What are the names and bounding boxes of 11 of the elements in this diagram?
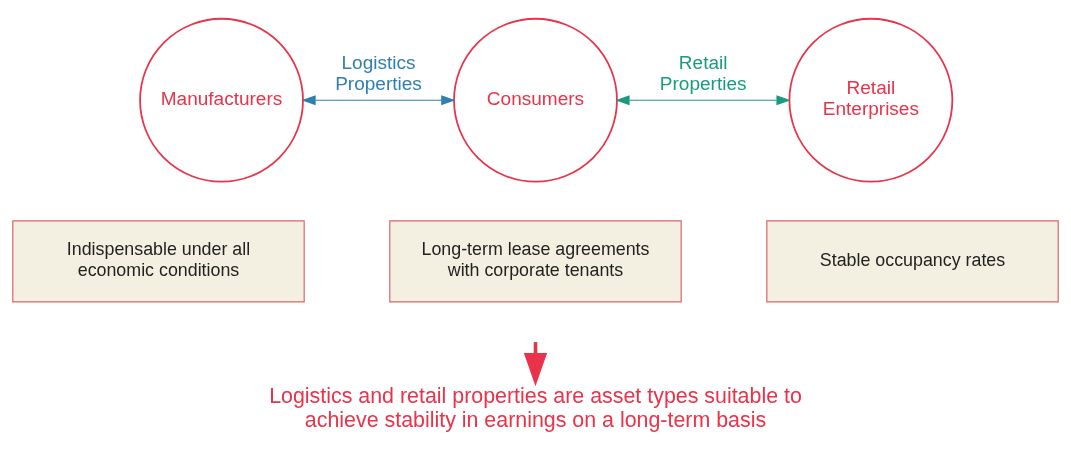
edge-label: Retail Properties	[659, 51, 747, 94]
edge-label: Logistics Properties	[335, 51, 422, 94]
node-circle: Consumers	[453, 17, 618, 183]
arrow	[615, 94, 791, 105]
node-box: Indispensable under all economic conditions	[12, 219, 305, 302]
node-circle: Manufacturers	[139, 17, 304, 183]
node-circle: Retail Enterprises	[788, 17, 954, 183]
node-box: Long-term lease agreements with corporate tenants	[389, 219, 682, 302]
node-text: Logistics and retail properties are asset types suitable to achieve stability in earnings on a long-term basis	[269, 383, 802, 432]
node-box: Stable occupancy rates	[766, 219, 1059, 302]
arrow	[301, 94, 456, 105]
